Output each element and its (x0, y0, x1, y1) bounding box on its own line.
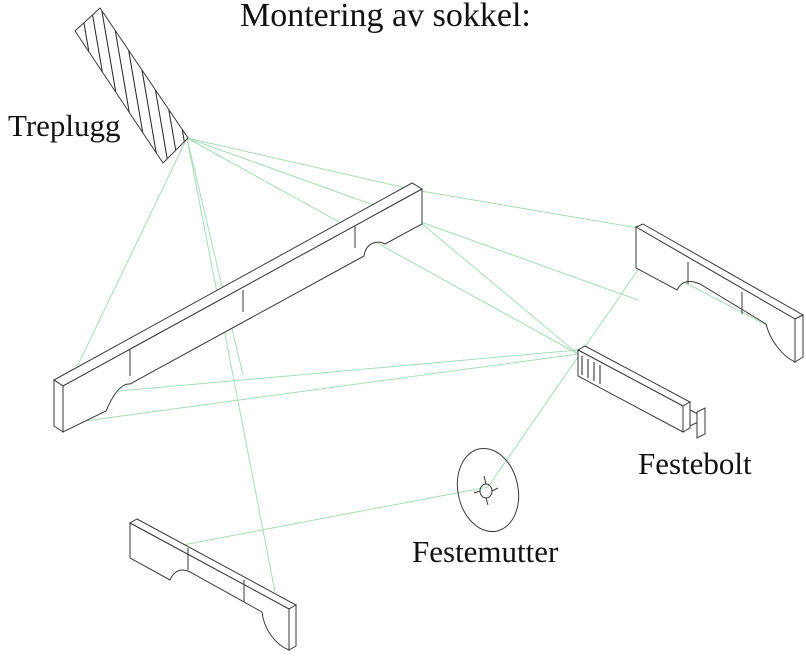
plinth-board-right (634, 223, 805, 363)
festemutter-label: Festemutter (412, 534, 559, 569)
treplugg-dowel (74, 7, 189, 164)
plinth-board-long (53, 182, 424, 433)
festebolt-bolt (576, 345, 706, 439)
guide-lines (62, 137, 796, 593)
festemutter-nut (456, 447, 520, 533)
plinth-board-bottom (128, 518, 298, 651)
diagram-title: Montering av sokkel: (240, 0, 531, 34)
treplugg-label: Treplugg (8, 108, 121, 143)
festebolt-label: Festebolt (638, 446, 752, 481)
